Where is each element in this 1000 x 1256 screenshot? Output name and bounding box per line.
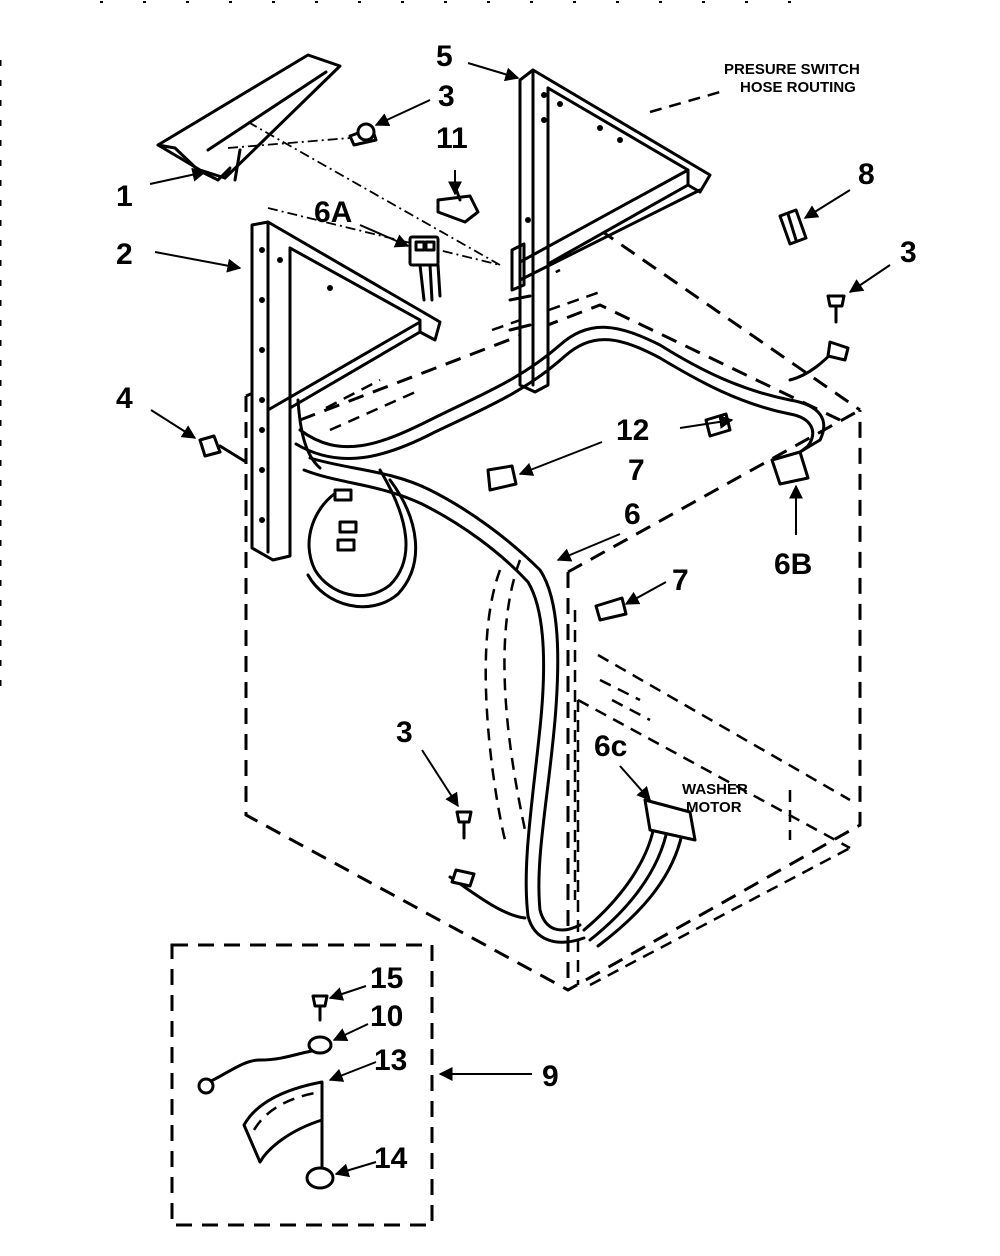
callout-12: 12 <box>616 414 649 447</box>
callout-6: 6 <box>624 498 641 531</box>
part-12-clip <box>486 464 518 492</box>
callout-7-lower: 7 <box>672 564 689 597</box>
part-6a-connector <box>408 235 442 302</box>
note-washer-motor-line2: MOTOR <box>686 799 742 816</box>
note-washer-motor-line1: WASHER <box>682 781 748 798</box>
cabinet-outline <box>244 228 862 992</box>
part-6-harness <box>294 325 850 948</box>
callout-15: 15 <box>370 962 403 995</box>
callout-9: 9 <box>542 1060 559 1093</box>
callout-13: 13 <box>374 1044 407 1077</box>
part-4-screw <box>198 434 248 464</box>
callout-3-bottom: 3 <box>396 716 413 749</box>
part-8-grommet <box>778 208 808 246</box>
part-11-clip <box>436 184 480 224</box>
callout-7-upper: 7 <box>628 454 645 487</box>
callout-4: 4 <box>116 382 133 415</box>
leader-arrows <box>149 62 891 1178</box>
part-5-bracket <box>508 68 721 394</box>
alignment-lines <box>227 121 501 266</box>
part-7-clip-lower <box>594 596 628 622</box>
part-3-screw-bottom <box>455 810 473 840</box>
callout-3-right: 3 <box>900 236 917 269</box>
part-3-screw-top <box>348 122 378 147</box>
callout-3-top: 3 <box>438 80 455 113</box>
callout-5: 5 <box>436 40 453 73</box>
part-2-bracket <box>250 220 442 562</box>
part-1-top-bracket <box>156 53 342 182</box>
note-pressure-switch-line1: PRESURE SWITCH <box>724 61 860 78</box>
inset-box-part-9 <box>170 943 434 1227</box>
note-pressure-switch-line2: HOSE ROUTING <box>740 79 856 96</box>
callout-6b: 6B <box>774 548 812 581</box>
callout-14: 14 <box>374 1142 408 1175</box>
callout-6c: 6c <box>594 730 627 763</box>
callout-10: 10 <box>370 1000 403 1033</box>
callout-11: 11 <box>436 122 468 155</box>
callout-1: 1 <box>116 180 133 213</box>
callout-8: 8 <box>858 158 875 191</box>
part-3-screw-right <box>826 294 846 324</box>
part-7-clip-upper <box>704 412 732 438</box>
callout-6a: 6A <box>314 196 352 229</box>
callout-2: 2 <box>116 238 133 271</box>
